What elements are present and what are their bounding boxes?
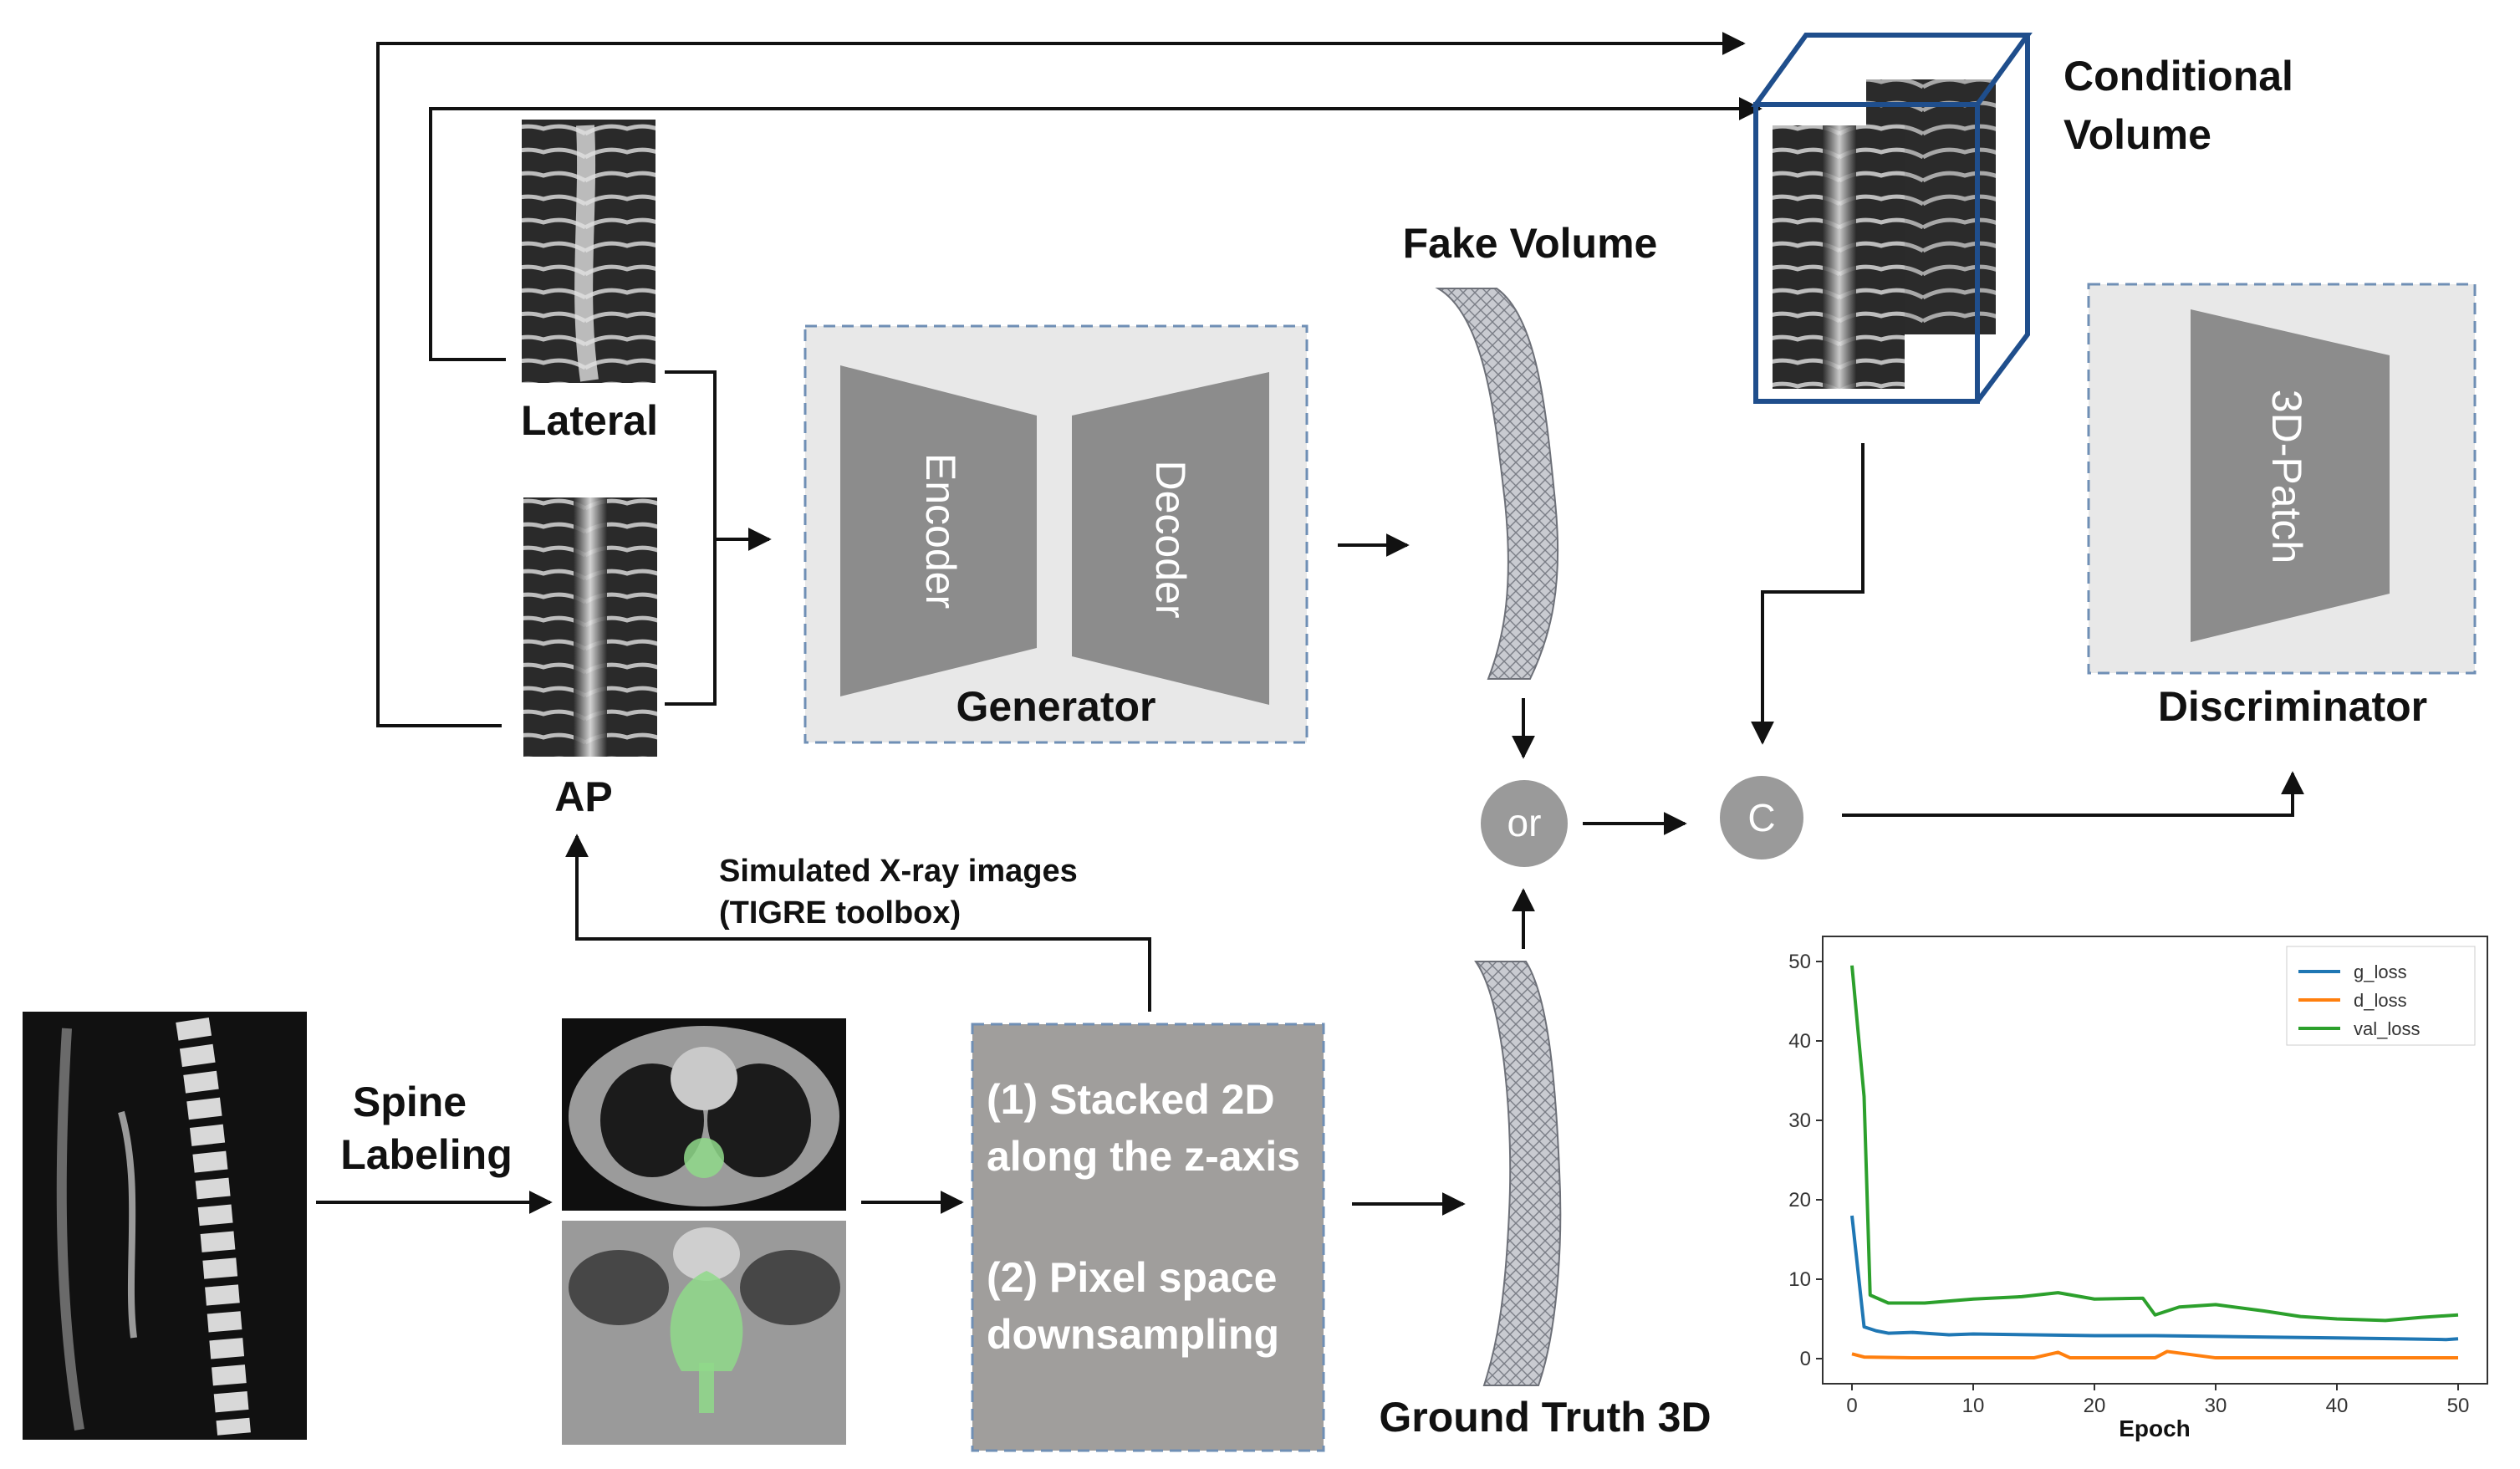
decoder-label: Decoder <box>1147 461 1194 619</box>
axial-ct-slice-bottom <box>562 1221 846 1445</box>
fake-volume-label: Fake Volume <box>1403 220 1658 267</box>
spine-labeling-label-2: Labeling <box>340 1131 513 1178</box>
preprocessing-box: (1) Stacked 2D along the z-axis (2) Pixe… <box>971 1023 1325 1452</box>
fake-volume-mesh <box>1435 288 1559 680</box>
process-step2-line2: downsampling <box>987 1311 1279 1358</box>
x-tick-label: 30 <box>2205 1395 2227 1417</box>
conditional-volume-label-1: Conditional <box>2063 53 2293 99</box>
y-tick-label: 20 <box>1788 1189 1811 1211</box>
x-tick-label: 0 <box>1846 1395 1857 1417</box>
process-step2-line1: (2) Pixel space <box>987 1254 1277 1301</box>
legend-label: d_loss <box>2354 990 2407 1011</box>
legend-label: g_loss <box>2354 961 2407 982</box>
ap-label: AP <box>554 773 612 820</box>
conditional-volume-cube <box>1751 33 2033 404</box>
chart-legend: g_loss d_loss val_loss <box>2286 946 2476 1046</box>
ap-xray-image <box>523 497 657 757</box>
x-tick-label: 20 <box>2084 1395 2106 1417</box>
spine-labeling-label-1: Spine <box>353 1079 467 1125</box>
discriminator-box: 3D-Patch <box>2087 283 2477 675</box>
generator-label: Generator <box>956 683 1156 730</box>
encoder-label: Encoder <box>917 453 964 609</box>
y-tick-label: 40 <box>1788 1030 1811 1053</box>
decoder-block <box>1072 372 1269 705</box>
series-line-g-loss <box>1850 1215 2459 1342</box>
input-bracket <box>665 370 772 706</box>
process-step1-line1: (1) Stacked 2D <box>987 1076 1275 1123</box>
y-tick-label: 0 <box>1800 1348 1811 1370</box>
lateral-xray-image <box>522 120 656 383</box>
ground-truth-label: Ground Truth 3D <box>1379 1394 1711 1441</box>
lateral-label: Lateral <box>521 397 658 444</box>
or-node-label: or <box>1507 801 1542 844</box>
simulated-xray-label-1: Simulated X-ray images <box>719 854 1078 889</box>
y-tick-label: 30 <box>1788 1109 1811 1132</box>
process-step1-line2: along the z-axis <box>987 1133 1300 1180</box>
discriminator-label: Discriminator <box>2158 683 2427 730</box>
legend-label: val_loss <box>2354 1018 2420 1039</box>
loss-chart: 0 10 20 30 40 50 0 10 20 30 40 50 g_loss d_loss val_l… <box>1788 936 2488 1441</box>
generator-box: Encoder Decoder Generator <box>803 324 1308 744</box>
series-line-val-loss <box>1850 965 2459 1323</box>
y-tick-label: 10 <box>1788 1268 1811 1291</box>
x-tick-label: 10 <box>1962 1395 1985 1417</box>
simulated-xray-label-2: (TIGRE toolbox) <box>719 895 961 931</box>
concat-node: C <box>1720 776 1803 859</box>
ct-sagittal-image <box>23 1012 307 1440</box>
patch-block <box>2191 309 2390 642</box>
or-node: or <box>1481 780 1568 867</box>
x-tick-label: 50 <box>2447 1395 2470 1417</box>
x-tick-label: 40 <box>2326 1395 2349 1417</box>
conditional-volume-label-2: Volume <box>2063 111 2211 158</box>
series-line-d-loss <box>1851 1349 2458 1360</box>
encoder-block <box>840 365 1037 696</box>
patch-label: 3D-Patch <box>2263 390 2310 564</box>
y-tick-label: 50 <box>1788 951 1811 973</box>
x-axis-label: Epoch <box>2119 1415 2191 1441</box>
axial-ct-slice-top <box>562 1018 846 1211</box>
concat-node-label: C <box>1747 796 1775 839</box>
skip-connection-arrows <box>376 32 1762 727</box>
ground-truth-mesh <box>1474 961 1562 1386</box>
